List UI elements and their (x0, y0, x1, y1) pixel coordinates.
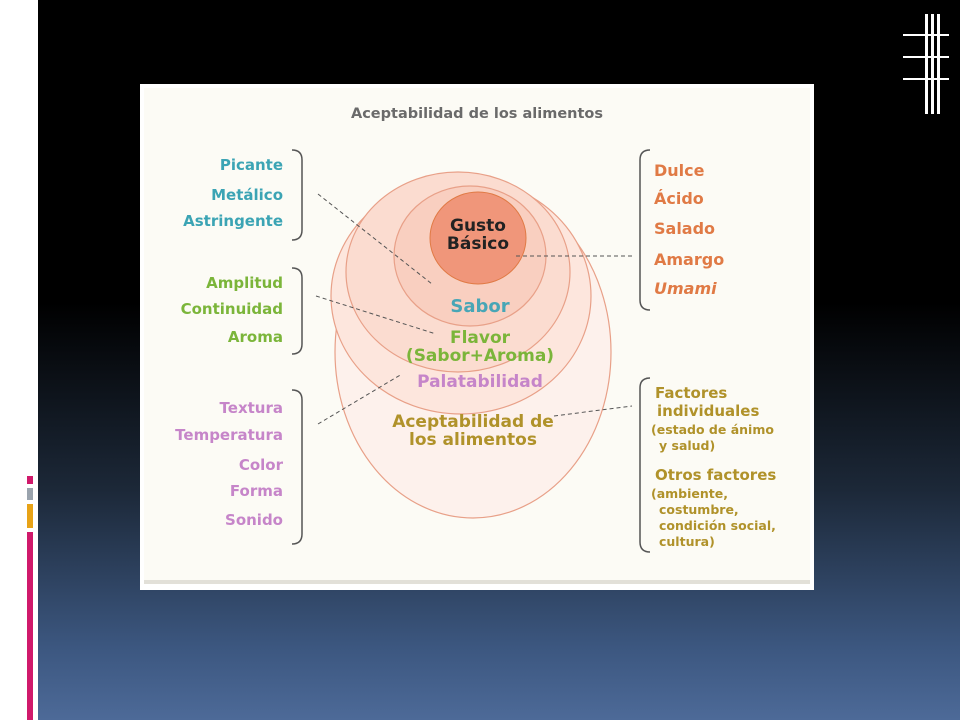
connector-palatabilidad (317, 373, 403, 425)
label-color: Color (238, 456, 283, 474)
label-textura: Textura (219, 399, 283, 417)
figure-title: Aceptabilidad de los alimentos (350, 106, 603, 122)
bracket-left-2 (291, 267, 303, 355)
label-costumbre: costumbre, (659, 502, 739, 517)
bracket-right-1 (639, 149, 651, 311)
diagram-figure: Aceptabilidad de los alimentos Picante M… (140, 84, 814, 590)
circle-gusto-basico (429, 191, 527, 285)
label-picante: Picante (219, 156, 283, 174)
label-gusto-basico: Gusto Básico (446, 216, 510, 254)
label-dulce: Dulce (654, 161, 705, 180)
accent-bar-pink-long (27, 532, 33, 720)
label-ambiente: (ambiente, (651, 486, 728, 501)
label-metalico: Metálico (211, 186, 283, 204)
label-sonido: Sonido (225, 511, 283, 529)
diagram-graphics (291, 149, 651, 553)
label-aceptabilidad: Aceptabilidad de los alimentos (392, 412, 554, 450)
connector-aceptabilidad (553, 405, 633, 417)
label-acido: Ácido (654, 189, 704, 208)
label-palatabilidad: Palatabilidad (417, 372, 543, 392)
corner-decoration (903, 14, 949, 114)
accent-bar-orange (27, 504, 33, 528)
label-estado-animo: (estado de ánimo (651, 422, 774, 437)
label-condicion-social: condición social, (659, 518, 776, 533)
label-sabor: Sabor (450, 296, 510, 317)
bracket-right-2 (639, 377, 651, 553)
bracket-left-3 (291, 389, 303, 545)
accent-bar-gray (27, 488, 33, 500)
label-y-salud: y salud) (659, 438, 716, 453)
label-otros-factores: Otros factores (655, 466, 777, 484)
bracket-left-1 (291, 149, 303, 241)
label-continuidad: Continuidad (180, 300, 283, 318)
label-flavor: Flavor (Sabor+Aroma) (405, 328, 555, 366)
label-temperatura: Temperatura (175, 426, 283, 444)
connector-sabor (317, 193, 433, 285)
label-factores: Factores (655, 384, 728, 402)
label-aroma: Aroma (227, 328, 283, 346)
label-forma: Forma (229, 482, 283, 500)
label-cultura: cultura) (659, 534, 715, 549)
label-individuales: individuales (657, 402, 760, 420)
label-amargo: Amargo (654, 250, 725, 269)
accent-bar-pink-top (27, 476, 33, 484)
label-amplitud: Amplitud (206, 274, 283, 292)
label-salado: Salado (654, 219, 716, 238)
label-umami: Umami (654, 279, 717, 298)
label-astringente: Astringente (183, 212, 283, 230)
